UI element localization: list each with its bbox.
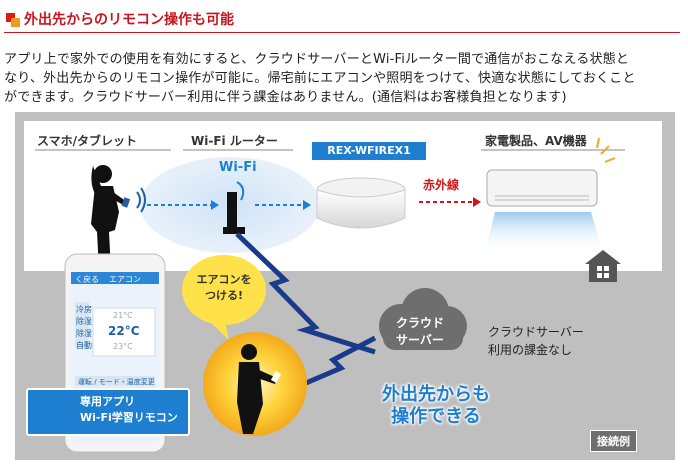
phone-temp-up: 21°C — [113, 311, 133, 320]
phone-mode-auto: 自動 — [76, 341, 92, 350]
remote-operation-caption: 外出先からも 操作できる — [371, 384, 501, 428]
heading-bullet-icon — [6, 13, 15, 22]
description-line: なり、外出先からのリモコン操作が可能に。帰宅前にエアコンや照明をつけて、快適な状… — [4, 71, 636, 86]
phone-mode-cool: 冷房 — [76, 305, 92, 314]
smartphone-label: スマホ/タブレット — [37, 134, 138, 148]
connection-diagram: スマホ/タブレット Wi-Fi ルーター 家電製品、AV機器 REX-WFIRE… — [15, 112, 675, 460]
speech-bubble-line: つける! — [204, 289, 244, 302]
phone-temp-current: 22°C — [108, 324, 140, 338]
heading-divider — [4, 32, 680, 33]
phone-temp-down: 23°C — [113, 342, 133, 351]
description-paragraph: アプリ上で家外での使用を有効にすると、クラウドサーバーとWi-Fiルーター間で通… — [4, 50, 684, 107]
user-outside-icon — [237, 344, 282, 434]
phone-mode-dry: 除湿 — [76, 317, 92, 326]
section-heading: 外出先からのリモコン操作も可能 — [4, 8, 680, 33]
caption-line: 外出先からも — [382, 384, 490, 405]
app-badge-line: 専用アプリ — [80, 395, 135, 408]
cloud-to-mobile-link — [284, 335, 377, 395]
cloud-note-line: クラウドサーバー — [488, 325, 584, 339]
phone-bottom-bar: 運転 / モード・温度変更 — [78, 378, 155, 386]
infrared-label: 赤外線 — [423, 178, 460, 192]
heading-bullet-accent — [11, 18, 20, 27]
app-badge-line: Wi-Fi学習リモコン — [80, 411, 178, 424]
router-icon — [223, 181, 245, 234]
device-name-badge: REX-WFIREX1 — [312, 142, 426, 160]
router-to-cloud-link — [235, 232, 376, 355]
speech-bubble — [182, 255, 266, 325]
app-badge-text: 専用アプリ Wi-Fi学習リモコン — [80, 394, 178, 426]
phone-mode-dehumidify: 除湿 — [76, 329, 92, 338]
user-at-home-icon — [91, 165, 131, 270]
cloud-server-icon — [379, 288, 467, 350]
air-conditioner-icon — [485, 137, 616, 252]
description-line: ができます。クラウドサーバー利用に伴う課金はありません。(通信料はお客様負担とな… — [4, 90, 567, 105]
signal-wave-icon — [136, 191, 141, 209]
cloud-note-line: 利用の課金なし — [488, 343, 573, 357]
connection-example-label: 接続例 — [590, 430, 637, 452]
speech-bubble-line: エアコンを — [196, 273, 252, 286]
rex-device-icon — [316, 177, 406, 229]
house-icon — [585, 250, 621, 282]
appliance-label: 家電製品、AV機器 — [485, 134, 587, 148]
phone-screen-title: エアコン — [109, 275, 141, 284]
description-line: アプリ上で家外での使用を有効にすると、クラウドサーバーとWi-Fiルーター間で通… — [4, 52, 630, 67]
section-title: 外出先からのリモコン操作も可能 — [24, 12, 234, 28]
wifi-label: Wi-Fi — [219, 160, 257, 175]
app-badge: 専用アプリ Wi-Fi学習リモコン — [26, 388, 190, 436]
cloud-label-line: サーバー — [396, 333, 444, 347]
cloud-label-line: クラウド — [395, 316, 444, 330]
caption-line: 操作できる — [391, 406, 481, 427]
phone-back-button: く戻る — [75, 275, 99, 284]
cloud-server-label: クラウド サーバー — [385, 315, 455, 349]
router-label: Wi-Fi ルーター — [191, 134, 278, 148]
speech-bubble-text: エアコンを つける! — [182, 272, 266, 304]
cloud-billing-note: クラウドサーバー 利用の課金なし — [488, 323, 584, 359]
